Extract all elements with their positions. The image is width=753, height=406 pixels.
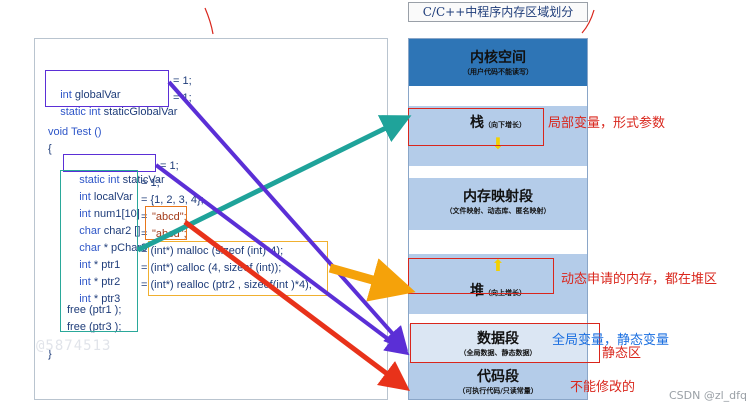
code-line-function: void Test () xyxy=(48,126,102,138)
code-line-free-ptr1: free (ptr1 ); xyxy=(67,304,122,316)
stack-annotation: 局部变量，形式参数 xyxy=(548,116,666,131)
text-annotation: 不能修改的 xyxy=(570,380,636,395)
data-annotation-static: 静态区 xyxy=(602,346,642,361)
arrow-global-to-data xyxy=(167,80,408,351)
code-line-open-brace: { xyxy=(48,143,52,155)
code-line-close-brace: } xyxy=(48,348,52,360)
code-line-staticvar: static int staticVar xyxy=(79,174,165,186)
pen-stroke-top xyxy=(204,7,214,35)
segment-gap-1 xyxy=(408,86,588,106)
code-line-free-ptr3: free (ptr3 ); xyxy=(67,321,122,333)
segment-mmap: 内存映射段 （文件映射、动态库、匿名映射） xyxy=(408,178,588,230)
segment-gap-2 xyxy=(408,166,588,178)
code-line-ptr1: int * ptr1 xyxy=(79,259,121,271)
arrow-static-to-data xyxy=(154,163,410,356)
arrow-heap xyxy=(328,258,416,302)
code-line-char2-eq: = xyxy=(141,211,148,223)
code-line-globalvar: int globalVar xyxy=(60,89,121,101)
code-line-globalvar-init: = 1; xyxy=(173,75,192,87)
code-line-ptr2-init: = (int*) calloc (4, sizeof (int)); xyxy=(141,262,282,274)
heap-alloc-highlight xyxy=(148,241,328,296)
static-var-highlight xyxy=(63,154,156,172)
heap-annotation: 动态申请的内存，都在堆区 xyxy=(561,272,718,287)
code-line-pchar3-eq: = xyxy=(141,228,148,240)
code-line-ptr2: int * ptr2 xyxy=(79,276,121,288)
code-line-pchar3: char * pChar3 xyxy=(79,242,148,254)
pen-stroke-topright xyxy=(581,9,595,34)
segment-gap-4 xyxy=(408,314,588,324)
arrow-to-text xyxy=(183,220,410,392)
code-line-localvar: int localVar xyxy=(79,191,133,203)
segment-kernel: 内核空间 （用户代码不能读写） xyxy=(408,38,588,86)
segment-gap-3 xyxy=(408,230,588,254)
code-line-staticvar-init: = 1; xyxy=(160,160,179,172)
global-vars-highlight xyxy=(45,70,169,107)
code-line-num1: int num1[10] xyxy=(79,208,140,220)
code-line-staticglobalvar: static int staticGlobalVar xyxy=(60,106,178,118)
segment-text: 代码段 （可执行代码/只读常量） xyxy=(408,362,588,400)
code-line-char2-string: "abcd"; xyxy=(152,211,187,223)
code-line-localvar-init: = 1; xyxy=(141,177,160,189)
code-line-ptr3: int * ptr3 xyxy=(79,293,121,305)
up-arrow-icon: ⬆ xyxy=(491,256,505,275)
stack-vars-highlight xyxy=(60,170,138,332)
data-annotation: 全局变量，静态变量 xyxy=(552,333,670,348)
code-line-staticglobalvar-init: = 1; xyxy=(173,91,192,105)
diagram-title: C/C++中程序内存区域划分 xyxy=(408,2,588,22)
arrow-to-stack xyxy=(136,115,412,253)
segment-stack: 栈（向下增长） ⬇ xyxy=(408,106,588,166)
data-segment-highlight xyxy=(410,323,600,363)
credit-label: CSDN @zl_dfq xyxy=(668,389,747,402)
watermark: @5874513 xyxy=(36,338,112,354)
down-arrow-icon: ⬇ xyxy=(491,134,505,153)
